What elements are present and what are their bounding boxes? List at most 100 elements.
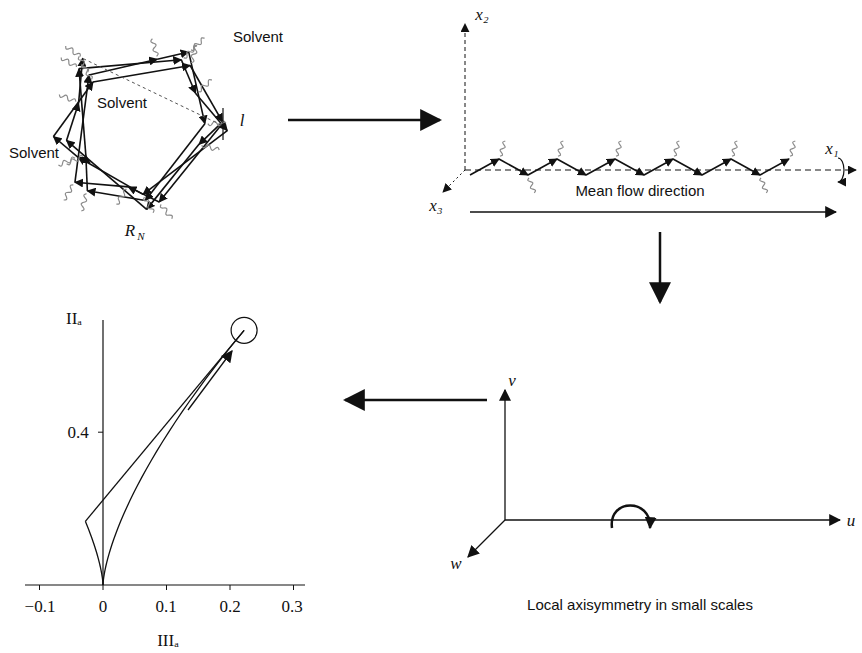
monomer-bond <box>181 60 195 94</box>
solvent-molecule <box>64 185 74 200</box>
monomer-bond <box>586 159 615 175</box>
mean-flow-arrow <box>470 211 836 213</box>
one-component-marker <box>231 317 257 343</box>
solvent-molecule <box>760 178 768 193</box>
monomer-bond <box>731 159 760 175</box>
x3-axis <box>443 170 465 192</box>
v-axis <box>504 390 505 520</box>
solvent-molecule <box>198 80 212 92</box>
monomer-bond <box>67 140 147 209</box>
solvent-molecule <box>59 94 75 101</box>
solvent-molecule <box>61 57 76 67</box>
monomer-bond <box>190 66 222 122</box>
velocity-axes <box>468 390 840 557</box>
solvent-molecule <box>528 178 536 193</box>
solvent-molecule <box>790 141 795 156</box>
monomer-bond <box>528 159 557 175</box>
monomer-bond <box>159 125 221 202</box>
lumley-triangle <box>25 317 305 590</box>
figure-label: v <box>508 372 516 389</box>
figure-label: R <box>125 222 135 239</box>
solvent-molecule <box>191 46 197 63</box>
solvent-molecule <box>58 157 75 166</box>
axis-label: 0.4 <box>67 424 88 441</box>
figure-label: x₁ <box>825 140 838 157</box>
tick <box>293 585 294 590</box>
axisymmetry-rotation <box>612 506 650 529</box>
solvent-molecule <box>184 45 197 58</box>
monomer-bond <box>145 124 205 201</box>
solvent-molecule <box>616 141 621 156</box>
figure-label: Solvent <box>97 95 147 110</box>
monomer-bond <box>78 157 143 194</box>
monomer-bond <box>673 159 702 175</box>
ii-axis <box>102 320 103 585</box>
axis-label: −0.1 <box>25 598 56 615</box>
solvent-molecule <box>191 38 205 51</box>
axis-label: 0.3 <box>281 598 302 615</box>
rotation-arrow <box>838 158 844 182</box>
x2-axis <box>465 24 466 170</box>
axis-label: 0.1 <box>155 598 176 615</box>
axis-label: IIIₐ <box>157 632 179 649</box>
figure-label: l <box>240 112 245 129</box>
w-axis <box>468 520 505 557</box>
axis-label: 0 <box>99 598 108 615</box>
figure-label: x₃ <box>429 197 442 214</box>
monomer-bond <box>615 159 644 175</box>
monomer-bond <box>147 144 199 209</box>
monomer-bond <box>557 159 586 175</box>
solvent-molecule <box>116 189 126 204</box>
figure-label: Mean flow direction <box>575 183 704 198</box>
axis-label: IIₐ <box>66 310 82 327</box>
coiled-polymer <box>53 38 227 219</box>
monomer-bond <box>86 155 88 191</box>
x1-axis <box>465 170 856 171</box>
tick <box>230 585 231 590</box>
figure-label: N <box>137 231 144 242</box>
tick <box>166 585 167 590</box>
solvent-molecule <box>202 145 219 150</box>
monomer-bond <box>760 159 789 175</box>
end-to-end-vector <box>83 58 222 125</box>
figure-label: Solvent <box>9 145 59 160</box>
solvent-molecule <box>732 141 737 156</box>
process-arrow <box>659 232 662 302</box>
solvent-molecule <box>558 141 563 156</box>
solvent-molecule <box>81 64 92 79</box>
axisymmetric-boundary <box>85 521 103 585</box>
figure-label: Solvent <box>233 29 283 44</box>
monomer-bond <box>470 159 499 175</box>
monomer-bond <box>702 159 731 175</box>
figure-label: Local axisymmetry in small scales <box>527 597 753 612</box>
solvent-molecule <box>66 46 81 57</box>
tick <box>98 432 103 433</box>
process-arrow <box>345 399 487 402</box>
solvent-molecule <box>160 204 172 218</box>
tick <box>39 585 40 590</box>
iii-axis <box>25 584 305 585</box>
solvent-molecule <box>143 197 154 213</box>
axisymmetric-boundary <box>103 330 244 585</box>
solvent-molecule <box>81 194 87 211</box>
monomer-bond <box>67 103 79 141</box>
monomer-bond <box>87 191 145 201</box>
figure-label: u <box>847 512 856 529</box>
solvent-molecule <box>500 141 505 156</box>
figure-label: w <box>450 555 461 572</box>
axis-label: 0.2 <box>219 598 240 615</box>
monomer-bond <box>93 66 190 83</box>
monomer-bond <box>644 159 673 175</box>
process-arrow <box>288 119 440 122</box>
bond-length-bar <box>222 108 223 140</box>
u-axis <box>505 519 840 520</box>
solvent-molecule <box>151 39 158 57</box>
monomer-bond <box>499 159 528 175</box>
stretched-polymer <box>443 24 856 212</box>
trend-arrow <box>188 351 232 410</box>
monomer-bond <box>53 82 93 136</box>
tick <box>103 585 104 590</box>
two-component-boundary <box>85 330 244 521</box>
